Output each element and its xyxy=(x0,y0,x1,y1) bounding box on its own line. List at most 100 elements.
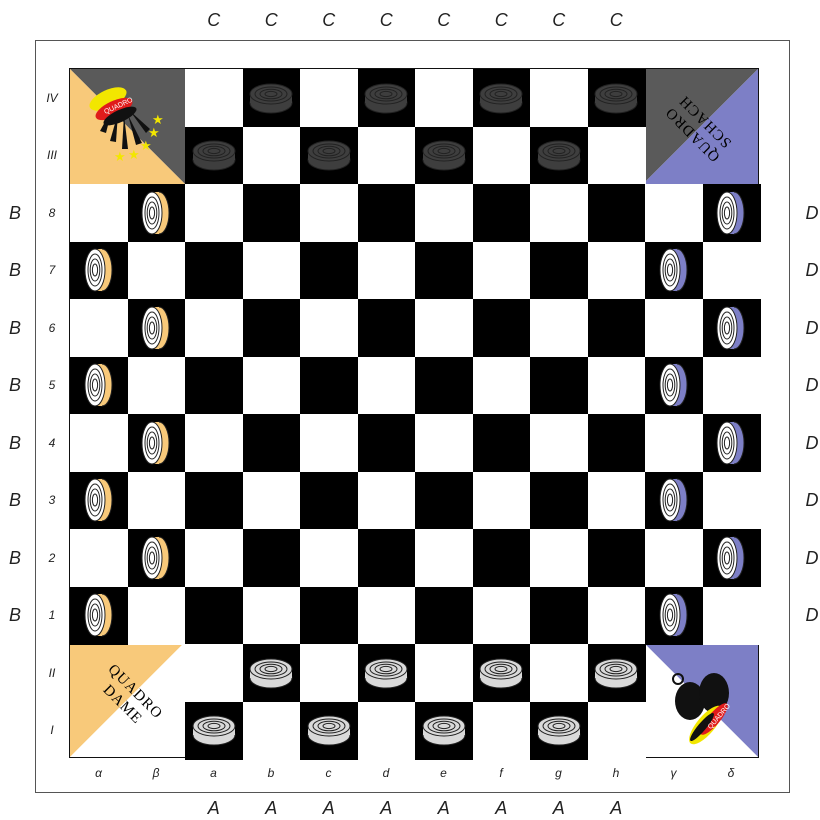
board-square-b7[interactable] xyxy=(243,242,301,300)
board-square-e3[interactable] xyxy=(415,472,473,530)
blue-checker-piece[interactable] xyxy=(657,476,691,529)
board-square-δ1[interactable] xyxy=(703,587,761,645)
board-square-c3[interactable] xyxy=(300,472,358,530)
orange-checker-piece[interactable] xyxy=(139,304,173,357)
board-square-a5[interactable] xyxy=(185,357,243,415)
board-square-α4[interactable] xyxy=(70,414,128,472)
board-square-fIII[interactable] xyxy=(473,127,531,185)
grey-checker-piece[interactable] xyxy=(592,81,640,120)
white-checker-piece[interactable] xyxy=(362,656,410,695)
board-square-c1[interactable] xyxy=(300,587,358,645)
board-square-g7[interactable] xyxy=(530,242,588,300)
board-square-β3[interactable] xyxy=(128,472,186,530)
board-square-b6[interactable] xyxy=(243,299,301,357)
board-square-α2[interactable] xyxy=(70,529,128,587)
board-square-hI[interactable] xyxy=(588,702,646,760)
board-square-bIII[interactable] xyxy=(243,127,301,185)
board-square-e4[interactable] xyxy=(415,414,473,472)
grey-checker-piece[interactable] xyxy=(362,81,410,120)
board-square-b3[interactable] xyxy=(243,472,301,530)
board-square-b1[interactable] xyxy=(243,587,301,645)
board-square-a6[interactable] xyxy=(185,299,243,357)
board-square-c4[interactable] xyxy=(300,414,358,472)
grey-checker-piece[interactable] xyxy=(420,138,468,177)
board-square-e6[interactable] xyxy=(415,299,473,357)
board-square-h8[interactable] xyxy=(588,184,646,242)
board-square-cIV[interactable] xyxy=(300,69,358,127)
white-checker-piece[interactable] xyxy=(305,713,353,752)
board-square-g2[interactable] xyxy=(530,529,588,587)
board-square-β1[interactable] xyxy=(128,587,186,645)
board-square-a7[interactable] xyxy=(185,242,243,300)
orange-checker-piece[interactable] xyxy=(139,189,173,242)
board-square-fI[interactable] xyxy=(473,702,531,760)
board-square-γ6[interactable] xyxy=(645,299,703,357)
board-square-f3[interactable] xyxy=(473,472,531,530)
orange-checker-piece[interactable] xyxy=(82,476,116,529)
board-square-δ3[interactable] xyxy=(703,472,761,530)
orange-checker-piece[interactable] xyxy=(82,361,116,414)
board-square-d3[interactable] xyxy=(358,472,416,530)
board-square-h1[interactable] xyxy=(588,587,646,645)
board-square-f6[interactable] xyxy=(473,299,531,357)
grey-checker-piece[interactable] xyxy=(190,138,238,177)
board-square-f2[interactable] xyxy=(473,529,531,587)
orange-checker-piece[interactable] xyxy=(82,246,116,299)
board-square-f4[interactable] xyxy=(473,414,531,472)
board-square-g1[interactable] xyxy=(530,587,588,645)
blue-checker-piece[interactable] xyxy=(714,189,748,242)
board-square-g4[interactable] xyxy=(530,414,588,472)
board-square-h5[interactable] xyxy=(588,357,646,415)
white-checker-piece[interactable] xyxy=(420,713,468,752)
board-square-f7[interactable] xyxy=(473,242,531,300)
white-checker-piece[interactable] xyxy=(592,656,640,695)
board-square-e8[interactable] xyxy=(415,184,473,242)
board-square-a1[interactable] xyxy=(185,587,243,645)
board-square-g6[interactable] xyxy=(530,299,588,357)
board-square-d7[interactable] xyxy=(358,242,416,300)
board-square-d6[interactable] xyxy=(358,299,416,357)
blue-checker-piece[interactable] xyxy=(714,419,748,472)
board-square-g5[interactable] xyxy=(530,357,588,415)
board-square-g8[interactable] xyxy=(530,184,588,242)
board-square-e7[interactable] xyxy=(415,242,473,300)
board-square-h2[interactable] xyxy=(588,529,646,587)
white-checker-piece[interactable] xyxy=(535,713,583,752)
board-square-h3[interactable] xyxy=(588,472,646,530)
board-square-e2[interactable] xyxy=(415,529,473,587)
board-square-a4[interactable] xyxy=(185,414,243,472)
board-square-aIV[interactable] xyxy=(185,69,243,127)
board-square-eIV[interactable] xyxy=(415,69,473,127)
board-square-gIV[interactable] xyxy=(530,69,588,127)
board-square-b4[interactable] xyxy=(243,414,301,472)
board-square-f8[interactable] xyxy=(473,184,531,242)
board-square-d4[interactable] xyxy=(358,414,416,472)
board-square-b2[interactable] xyxy=(243,529,301,587)
board-square-δ7[interactable] xyxy=(703,242,761,300)
board-square-a8[interactable] xyxy=(185,184,243,242)
board-square-f1[interactable] xyxy=(473,587,531,645)
board-square-h4[interactable] xyxy=(588,414,646,472)
board-square-e5[interactable] xyxy=(415,357,473,415)
grey-checker-piece[interactable] xyxy=(535,138,583,177)
orange-checker-piece[interactable] xyxy=(139,419,173,472)
orange-checker-piece[interactable] xyxy=(139,534,173,587)
blue-checker-piece[interactable] xyxy=(657,361,691,414)
grey-checker-piece[interactable] xyxy=(247,81,295,120)
board-square-c5[interactable] xyxy=(300,357,358,415)
board-square-α8[interactable] xyxy=(70,184,128,242)
white-checker-piece[interactable] xyxy=(477,656,525,695)
board-square-e1[interactable] xyxy=(415,587,473,645)
blue-checker-piece[interactable] xyxy=(714,304,748,357)
board-square-γ8[interactable] xyxy=(645,184,703,242)
board-square-f5[interactable] xyxy=(473,357,531,415)
board-square-cII[interactable] xyxy=(300,644,358,702)
board-square-dI[interactable] xyxy=(358,702,416,760)
orange-checker-piece[interactable] xyxy=(82,591,116,644)
board-square-a3[interactable] xyxy=(185,472,243,530)
blue-checker-piece[interactable] xyxy=(657,246,691,299)
board-square-h6[interactable] xyxy=(588,299,646,357)
board-square-d2[interactable] xyxy=(358,529,416,587)
blue-checker-piece[interactable] xyxy=(714,534,748,587)
board-square-g3[interactable] xyxy=(530,472,588,530)
